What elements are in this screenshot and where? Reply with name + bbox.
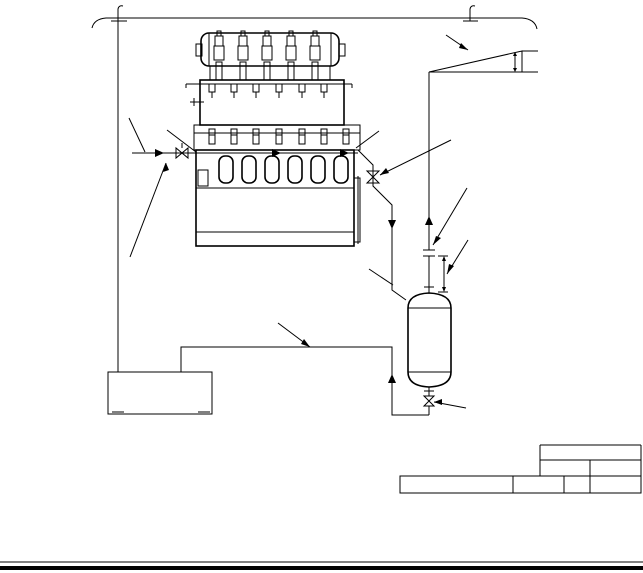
crankcase-ports: [218, 155, 349, 184]
stack-tip: [312, 30, 318, 37]
vent-header-pipe: [91, 5, 538, 30]
stack-cap: [286, 35, 296, 47]
fuel-inlet-line: [132, 149, 196, 157]
stack-cap: [238, 35, 248, 47]
valve-cover: [298, 83, 306, 93]
inlet-valve: [175, 143, 189, 160]
stack-body: [285, 45, 297, 61]
engine: [185, 30, 361, 247]
stack-rod: [263, 61, 271, 81]
injector-row-lower: [208, 128, 350, 145]
supply-line-bottom: [176, 346, 418, 416]
stack-body: [261, 45, 273, 61]
crankcase-port: [241, 155, 257, 184]
data-table: [399, 444, 642, 494]
stack-rod: [311, 61, 319, 81]
valve-cover: [275, 83, 283, 93]
valve-cover: [208, 83, 216, 93]
crankcase-port: [333, 155, 349, 184]
stack-rod: [239, 61, 247, 81]
valve-cover: [320, 83, 328, 93]
injector: [298, 128, 306, 145]
stack-cap: [262, 35, 272, 47]
cylinder-head: [185, 65, 353, 126]
cylinder-stacks: [213, 30, 321, 81]
stack-tip: [240, 30, 246, 37]
injector: [275, 128, 283, 145]
crankcase-port: [264, 155, 280, 184]
injector: [252, 128, 260, 145]
valve-cover: [252, 83, 260, 93]
injector: [320, 128, 328, 145]
engine-return-line: [357, 149, 407, 301]
bottom-border: [0, 561, 643, 570]
separator-vessel: [407, 286, 452, 396]
dimension-marks: [438, 255, 448, 293]
injector: [208, 128, 216, 145]
valve-cover: [230, 83, 238, 93]
stack-body: [213, 45, 225, 61]
stack-rod: [287, 61, 295, 81]
drip-funnel: [428, 50, 538, 73]
leader-lines: [128, 34, 469, 409]
drain-valve: [418, 395, 436, 416]
crankcase-port: [287, 155, 303, 184]
stack-body: [237, 45, 249, 61]
crankcase-port: [310, 155, 326, 184]
stack-tip: [264, 30, 270, 37]
engine-block: [195, 149, 361, 247]
day-tank: [107, 371, 213, 415]
return-line-left: [113, 21, 123, 373]
injector-row-upper: [208, 83, 328, 98]
injector: [230, 128, 238, 145]
fuel-rail: [196, 149, 358, 157]
stack-body: [309, 45, 321, 61]
stack-tip: [216, 30, 222, 37]
crankcase-port: [218, 155, 234, 184]
stack-rod: [215, 61, 223, 81]
separator-vent-line: [423, 72, 435, 287]
stack-cap: [214, 35, 224, 47]
stack-tip: [288, 30, 294, 37]
injector: [342, 128, 350, 145]
stack-cap: [310, 35, 320, 47]
return-check-valve: [365, 170, 381, 184]
